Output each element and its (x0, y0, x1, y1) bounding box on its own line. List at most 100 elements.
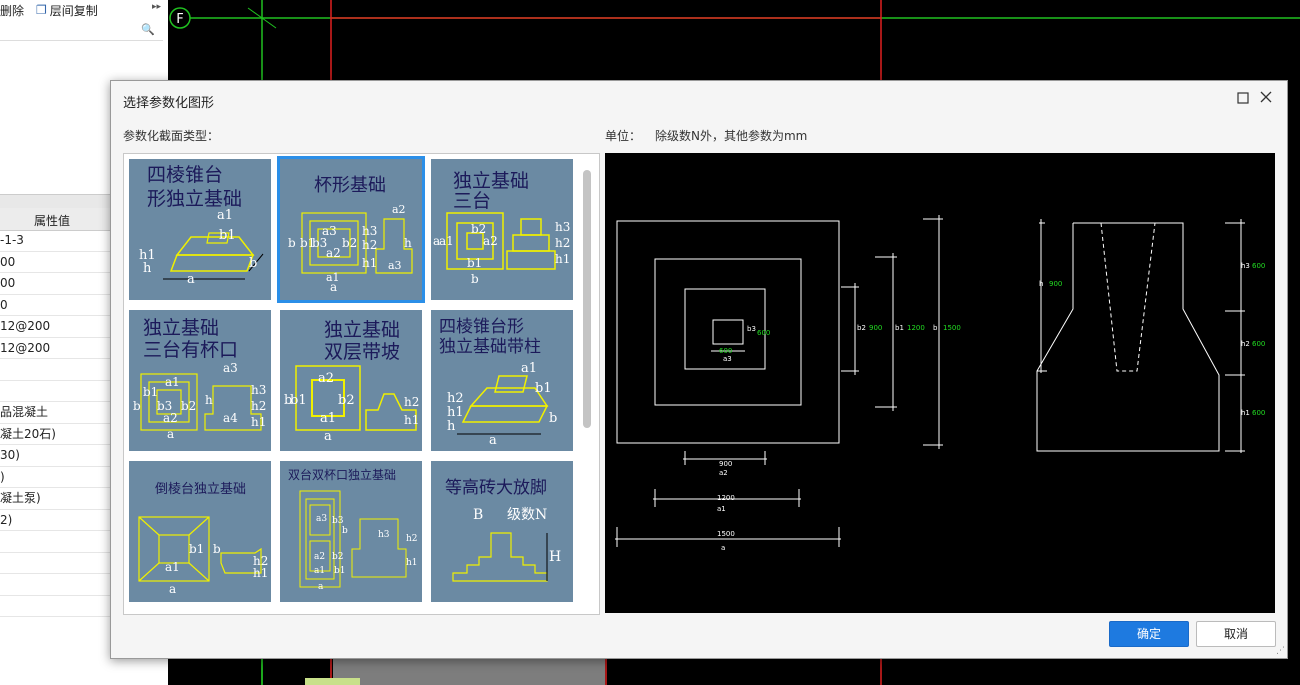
property-row[interactable] (0, 596, 168, 617)
dim-value-b: 1500 (943, 324, 961, 332)
tile-equal-height-brick-footing[interactable]: 等高砖大放脚 B 级数N H (431, 461, 573, 602)
tile-pyramid-foundation-with-column[interactable]: 四棱锥台形 独立基础带柱 a1 b1 h2 h1 h b a (431, 310, 573, 451)
dim-value-a: 1500 (717, 530, 735, 538)
property-row[interactable]: 00 (0, 273, 168, 295)
dim-label: h1 (404, 413, 419, 427)
property-row[interactable] (0, 381, 168, 402)
foundation-shape (169, 254, 255, 272)
property-row[interactable]: 凝土20石) (0, 424, 168, 445)
tile-pyramid-isolated-foundation[interactable]: 四棱锥台 形独立基础 a1 b1 h1 h b a (129, 159, 271, 300)
dim-label: a2 (318, 371, 334, 386)
ok-button[interactable]: 确定 (1109, 621, 1189, 647)
property-row[interactable]: 0 (0, 295, 168, 316)
section-type-label: 参数化截面类型： (123, 129, 220, 143)
tile-title-line: 独立基础 (143, 317, 219, 339)
dim-label: b2 (342, 236, 357, 250)
dim-value-b1: 1200 (907, 324, 925, 332)
dim-label: b3 (157, 399, 172, 413)
property-row[interactable]: 品混凝土 (0, 402, 168, 424)
foundation-shape (138, 516, 210, 582)
dim-label: B (473, 507, 483, 523)
property-row[interactable]: 12@200 (0, 316, 168, 338)
tile-title-line: 杯形基础 (314, 175, 386, 196)
cad-highlight-area (305, 678, 360, 685)
dim-label-b: b (933, 324, 938, 332)
panel-toolbar: 删除 ❐ 层间复制 ▸▸ (0, 0, 168, 20)
dim-label-h1: h1 (1241, 409, 1250, 417)
plan-view (615, 215, 943, 547)
foundation-shape (512, 234, 550, 252)
tile-double-step-double-cup-foundation[interactable]: 双台双杯口独立基础 a3 b3 a2 b2 a1 b1 a b h3 h2 h1 (280, 461, 422, 602)
tile-title-line: 四棱锥台形 (439, 317, 524, 337)
scrollbar-thumb[interactable] (583, 170, 591, 428)
property-list: -1-3 00 00 0 12@200 12@200 品混凝土 凝土20石) 3… (0, 230, 168, 617)
foundation-shape (446, 212, 504, 270)
dim-label: h2 (362, 238, 377, 252)
foundation-shape (301, 212, 367, 274)
resize-grip-icon[interactable]: ⋰ (1276, 646, 1285, 656)
dim-label: h1 (251, 415, 266, 429)
dim-label: a1 (521, 361, 537, 376)
tile-inverted-frustum-foundation[interactable]: 倒棱台独立基础 b1 a1 b a h2 h1 (129, 461, 271, 602)
dim-label: b2 (471, 222, 486, 236)
tile-cup-foundation[interactable]: 杯形基础 a3 a2 b3 b2 h3 h2 h1 h a b a1 a2 a3… (277, 156, 425, 303)
copy-label: 层间复制 (49, 3, 98, 18)
dim-value-a3: 600 (719, 347, 732, 355)
property-row[interactable]: ) (0, 467, 168, 488)
dim-label: b1 (334, 566, 346, 576)
dim-label: h1 (406, 558, 418, 568)
plan-outline (654, 258, 802, 406)
foundation-shape (175, 236, 255, 256)
dim-label: a (489, 433, 497, 448)
property-row[interactable]: 凝土泵) (0, 488, 168, 510)
foundation-shape (494, 375, 528, 393)
dim-label: h1 (139, 248, 156, 263)
dim-label: a (169, 582, 176, 596)
more-chevron-icon[interactable]: ▸▸ (152, 2, 162, 12)
property-row[interactable]: 00 (0, 252, 168, 273)
dim-label: h1 (447, 405, 464, 420)
tile-title-line: 独立基础 (453, 170, 529, 192)
tile-title-line: 双台双杯口独立基础 (288, 467, 396, 482)
delete-button[interactable]: 删除 (0, 2, 24, 19)
close-icon[interactable] (1259, 89, 1273, 108)
property-row[interactable] (0, 359, 168, 381)
tile-title-line: 三台有杯口 (143, 339, 238, 361)
maximize-icon[interactable] (1237, 92, 1249, 104)
dim-value-b2: 900 (869, 324, 882, 332)
property-row[interactable]: 2) (0, 510, 168, 531)
dim-label: b (133, 399, 141, 413)
gallery-scrollbar[interactable] (583, 156, 593, 611)
foundation-shape (365, 393, 417, 431)
property-row[interactable] (0, 553, 168, 574)
dim-label: h2 (251, 399, 266, 413)
foundation-shape (452, 532, 548, 582)
tile-title-line: 独立基础带柱 (439, 337, 541, 357)
foundation-shape (469, 387, 549, 407)
property-row[interactable]: 30) (0, 445, 168, 467)
property-row[interactable] (0, 574, 168, 596)
dim-label-a3: a3 (723, 355, 732, 363)
property-row[interactable]: 12@200 (0, 338, 168, 359)
dim-label-a: a (721, 544, 725, 552)
unit-title: 单位： (605, 129, 642, 143)
unit-label: 单位：除级数N外，其他参数为mm (605, 127, 807, 144)
tile-three-step-cup-foundation[interactable]: 独立基础 三台有杯口 a1 b1 b3 b2 a2 a3 a4 h b a h3… (129, 310, 271, 451)
dim-value-h: 900 (1049, 280, 1062, 288)
tile-two-layer-sloped-foundation[interactable]: 独立基础 双层带坡 a2 b1 b2 a1 a b h2 h1 (280, 310, 422, 451)
search-input[interactable]: 🔍 (0, 22, 163, 41)
cancel-button[interactable]: 取消 (1196, 621, 1276, 647)
foundation-shape (140, 373, 198, 431)
dim-label-a2: a2 (719, 469, 728, 477)
dim-label: b (471, 272, 479, 286)
copy-between-floors-button[interactable]: ❐ 层间复制 (36, 2, 98, 19)
dim-value-a1: 1200 (717, 494, 735, 502)
tile-three-step-foundation[interactable]: 独立基础 三台 b2 a2 a1 a b1 b h3 h2 h1 (431, 159, 573, 300)
foundation-shape (204, 385, 262, 431)
dim-label: a1 (439, 234, 454, 248)
property-row[interactable] (0, 531, 168, 553)
tile-title-line: 倒棱台独立基础 (155, 481, 246, 497)
dim-label: a3 (223, 361, 238, 375)
dim-label: b2 (332, 552, 344, 562)
property-row[interactable]: -1-3 (0, 230, 168, 252)
